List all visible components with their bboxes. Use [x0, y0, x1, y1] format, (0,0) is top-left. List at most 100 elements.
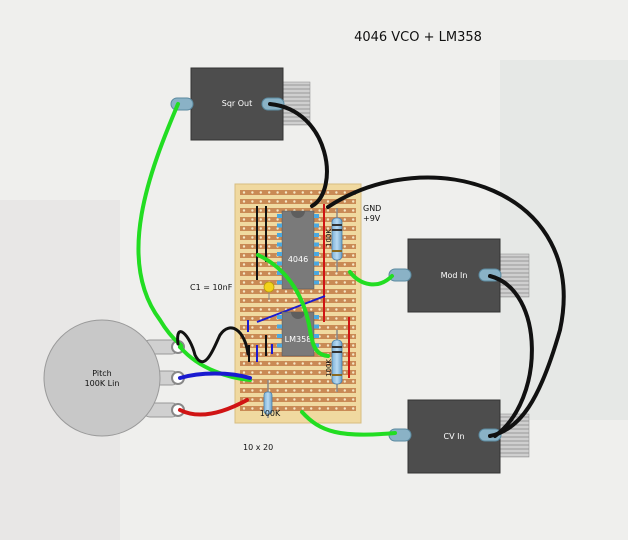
wire-green-mod-in	[348, 270, 394, 287]
jack-cv-in-label: CV In	[443, 432, 464, 441]
strip-hole	[259, 290, 262, 293]
strip-hole	[268, 353, 271, 356]
strip-hole	[352, 218, 355, 221]
strip-hole	[242, 191, 246, 194]
strip-hole	[259, 299, 262, 302]
resistor-top: 100K	[325, 208, 343, 272]
strip-hole	[310, 290, 313, 293]
wire-black-sqr-out	[268, 102, 329, 208]
strip-hole	[284, 362, 288, 365]
jack-sqr-out-label: Sqr Out	[222, 99, 253, 108]
strip-hole	[301, 200, 304, 203]
strip-hole	[326, 218, 330, 221]
link-blue-diag	[256, 295, 326, 323]
strip-hole	[242, 209, 246, 212]
strip-hole	[318, 371, 321, 374]
strip-hole	[242, 227, 246, 230]
strip-hole	[293, 407, 296, 410]
strip-hole	[268, 335, 271, 338]
strip-hole	[343, 380, 346, 383]
strip-hole	[276, 290, 279, 293]
strip-hole	[343, 317, 346, 320]
strip-hole	[352, 344, 355, 347]
chip-pin	[277, 324, 282, 329]
strip-hole	[301, 371, 304, 374]
strip-hole	[335, 407, 338, 410]
copper-strip	[240, 370, 356, 375]
strip-hole	[301, 389, 304, 392]
strip-hole	[326, 254, 330, 257]
chip-4046-pins	[277, 214, 319, 285]
strip-hole	[326, 398, 330, 401]
strip-hole	[301, 290, 304, 293]
strip-hole	[242, 407, 246, 410]
strip-hole	[343, 218, 346, 221]
strip-hole	[268, 254, 271, 257]
strip-hole	[352, 335, 355, 338]
strip-hole	[310, 371, 313, 374]
strip-hole	[242, 272, 246, 275]
background-panel-right	[500, 60, 628, 420]
chip-pin	[277, 261, 282, 266]
wire-black-gnd-cv	[326, 175, 566, 438]
strip-hole	[251, 353, 254, 356]
strip-hole	[251, 263, 254, 266]
copper-strip	[240, 307, 356, 312]
pot-value-label: 100K Lin	[85, 379, 120, 388]
strip-hole	[251, 236, 254, 239]
strip-hole	[251, 191, 254, 194]
strip-hole	[326, 272, 330, 275]
strip-hole	[318, 389, 321, 392]
strip-hole	[284, 371, 288, 374]
strip-hole	[259, 245, 262, 248]
strip-hole	[242, 218, 246, 221]
strip-hole	[310, 362, 313, 365]
strip-hole	[284, 407, 288, 410]
strip-hole	[318, 398, 321, 401]
strip-hole	[251, 308, 254, 311]
resistor-bottom-label: 100K	[260, 409, 281, 418]
strip-hole	[251, 371, 254, 374]
strip-hole	[268, 209, 271, 212]
strip-hole	[335, 326, 338, 329]
strip-hole	[352, 353, 355, 356]
strip-hole	[259, 398, 262, 401]
strip-hole	[284, 191, 288, 194]
strip-hole	[326, 371, 330, 374]
strip-hole	[343, 398, 346, 401]
strip-hole	[259, 371, 262, 374]
copper-strip	[240, 190, 356, 195]
pot-name-label: Pitch	[92, 369, 111, 378]
chip-pin	[277, 223, 282, 228]
strip-hole	[251, 218, 254, 221]
strip-hole	[259, 326, 262, 329]
strip-hole	[301, 362, 304, 365]
strip-hole	[242, 362, 246, 365]
strip-hole	[343, 272, 346, 275]
strip-hole	[251, 344, 254, 347]
strip-hole	[310, 191, 313, 194]
strip-hole	[251, 335, 254, 338]
jack-mod-in-lug-left	[388, 268, 412, 282]
v9-label: +9V	[363, 214, 381, 223]
strip-hole	[352, 209, 355, 212]
strip-hole	[293, 380, 296, 383]
strip-hole	[318, 209, 321, 212]
strip-hole	[276, 308, 279, 311]
strip-hole	[343, 254, 346, 257]
strip-hole	[242, 236, 246, 239]
strip-hole	[276, 299, 279, 302]
strip-hole	[242, 299, 246, 302]
strip-hole	[259, 236, 262, 239]
strip-hole	[259, 281, 262, 284]
strip-hole	[259, 317, 262, 320]
strip-hole	[284, 200, 288, 203]
strip-hole	[310, 380, 313, 383]
strip-hole	[259, 308, 262, 311]
strip-hole	[293, 191, 296, 194]
strip-hole	[276, 209, 279, 212]
strip-hole	[259, 191, 262, 194]
strip-hole	[301, 398, 304, 401]
chip-pin	[314, 324, 319, 329]
